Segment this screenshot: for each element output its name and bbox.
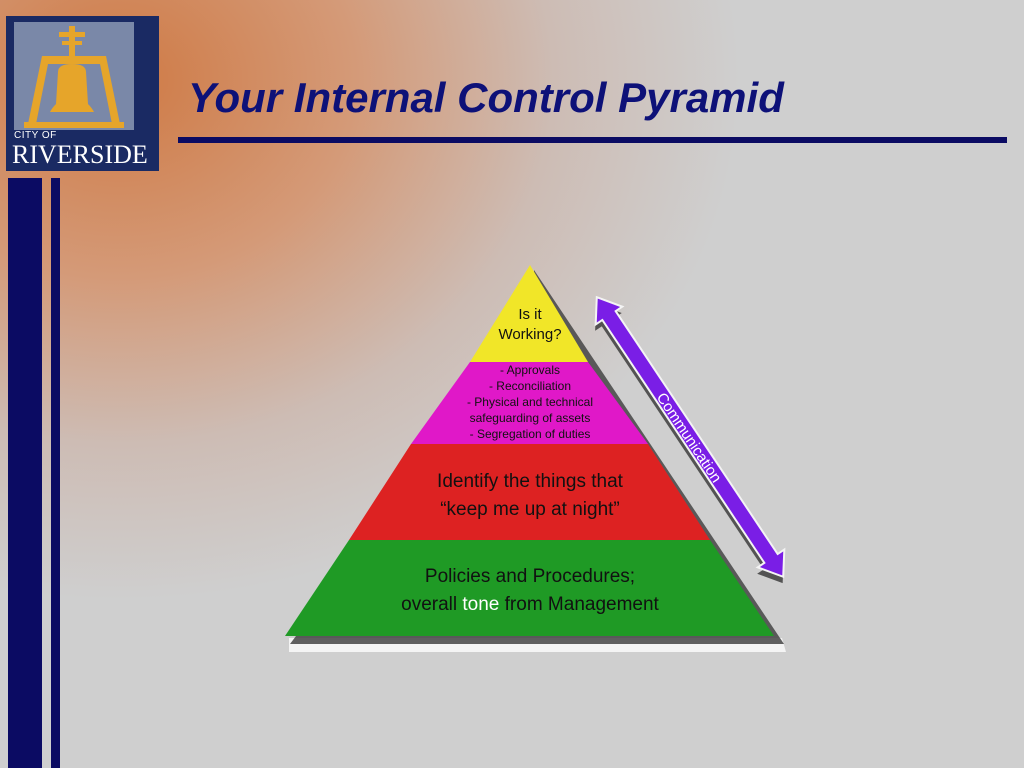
tier-top-line-1: Is it bbox=[518, 306, 542, 323]
city-logo: CITY OF RIVERSIDE bbox=[6, 16, 159, 171]
tier-foundation-line-1: Policies and Procedures; bbox=[425, 566, 635, 587]
title-underline bbox=[178, 137, 1007, 143]
tier-risks-line-1: Identify the things that bbox=[437, 471, 624, 492]
tier-controls-line-5: - Segregation of duties bbox=[470, 427, 591, 441]
tier-controls-line-4: safeguarding of assets bbox=[470, 411, 591, 425]
tier-controls-line-3: - Physical and technical bbox=[467, 395, 593, 409]
tier-risks-line-2: “keep me up at night” bbox=[440, 499, 620, 520]
tier-controls-line-1: - Approvals bbox=[500, 363, 560, 377]
tone-highlight: tone bbox=[462, 594, 499, 615]
pyramid-tier-top bbox=[470, 265, 588, 362]
pyramid-tier-foundation bbox=[285, 540, 774, 636]
tier-foundation-line-2-post: from Management bbox=[499, 594, 659, 615]
logo-city-name: RIVERSIDE bbox=[12, 140, 148, 169]
tier-foundation-line-2-pre: overall bbox=[401, 594, 462, 615]
bell-icon bbox=[14, 22, 134, 130]
tier-foundation-line-2: overall tone from Management bbox=[401, 594, 659, 615]
logo-city-of: CITY OF bbox=[14, 130, 57, 141]
tier-top-line-2: Working? bbox=[498, 326, 561, 343]
page-title: Your Internal Control Pyramid bbox=[188, 74, 784, 121]
left-bar-outer bbox=[8, 178, 42, 768]
left-bar-inner bbox=[51, 178, 60, 768]
communication-arrow-body bbox=[594, 295, 786, 579]
pyramid-tier-controls bbox=[411, 362, 648, 444]
pyramid-tier-risks bbox=[349, 444, 710, 540]
tier-controls-line-2: - Reconciliation bbox=[489, 379, 571, 393]
